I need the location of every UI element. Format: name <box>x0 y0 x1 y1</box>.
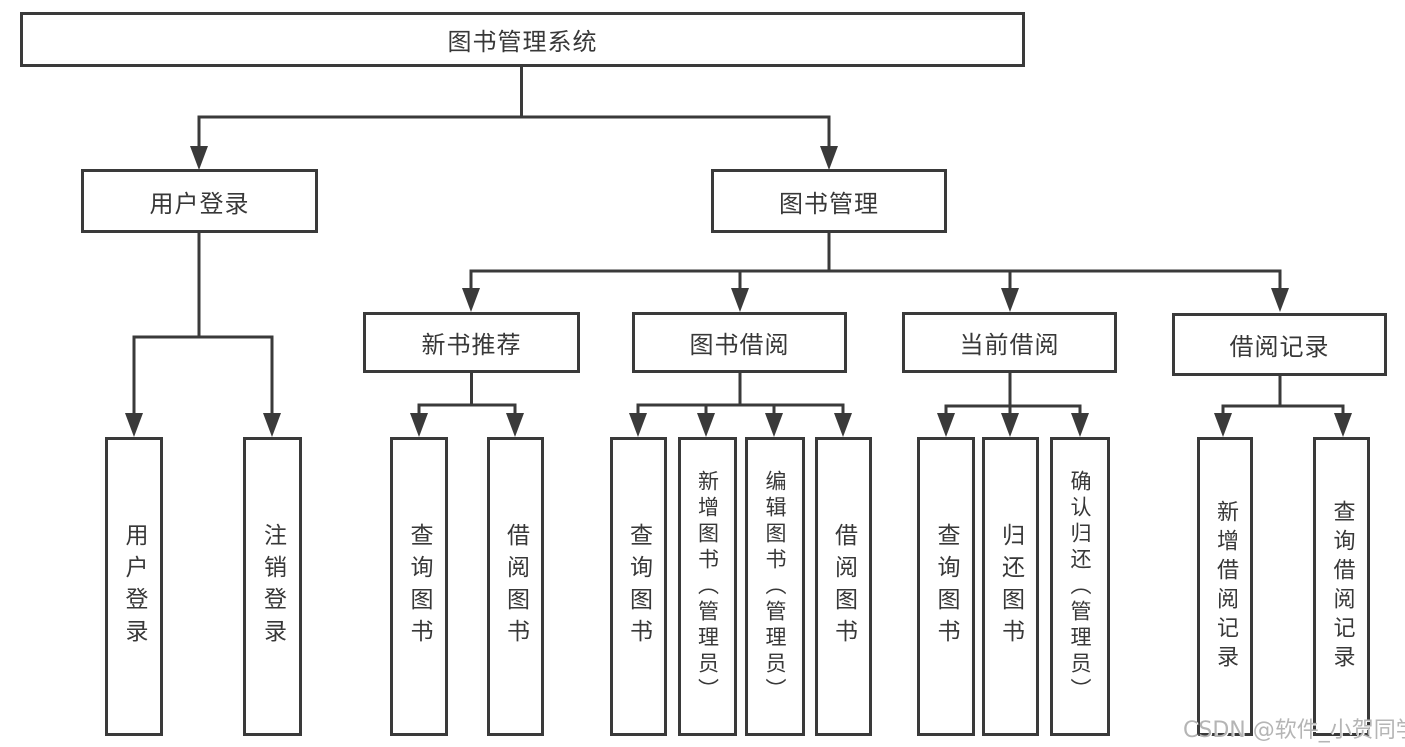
leaf-edit-book-admin-label: 编辑图书（管理员） <box>763 469 787 704</box>
leaf-query-borrow-record-label: 查询借阅记录 <box>1329 499 1355 674</box>
leaf-recommend-query-book: 查询图书 <box>390 437 448 736</box>
node-book-management: 图书管理 <box>711 169 947 233</box>
leaf-current-query-book: 查询图书 <box>917 437 975 736</box>
leaf-borrow-query-book-label: 查询图书 <box>625 522 652 651</box>
node-user-login-label: 用户登录 <box>149 189 250 218</box>
node-book-borrow-label: 图书借阅 <box>689 331 790 359</box>
node-new-book-recommend: 新书推荐 <box>363 312 580 373</box>
node-borrow-record: 借阅记录 <box>1172 313 1387 376</box>
leaf-borrow-borrow-book: 借阅图书 <box>815 437 872 736</box>
leaf-add-book-admin-label: 新增图书（管理员） <box>695 469 720 704</box>
leaf-recommend-query-book-label: 查询图书 <box>406 522 432 651</box>
node-current-borrow-label: 当前借阅 <box>959 331 1060 359</box>
leaf-confirm-return-admin: 确认归还（管理员） <box>1050 437 1110 736</box>
leaf-user-login: 用户登录 <box>105 437 163 736</box>
leaf-logout: 注销登录 <box>243 437 302 736</box>
leaf-borrow-borrow-book-label: 借阅图书 <box>830 522 857 651</box>
node-root-label: 图书管理系统 <box>447 28 598 56</box>
node-user-login: 用户登录 <box>81 169 318 233</box>
leaf-return-book-label: 归还图书 <box>997 522 1024 651</box>
leaf-query-borrow-record: 查询借阅记录 <box>1313 437 1370 736</box>
node-current-borrow: 当前借阅 <box>902 312 1117 373</box>
leaf-recommend-borrow-book-label: 借阅图书 <box>502 522 529 651</box>
csdn-watermark: CSDN @软件_小贺同学 <box>1183 718 1405 743</box>
leaf-confirm-return-admin-label: 确认归还（管理员） <box>1068 469 1092 704</box>
leaf-current-query-book-label: 查询图书 <box>933 522 959 651</box>
leaf-add-borrow-record-label: 新增借阅记录 <box>1213 499 1238 674</box>
leaf-add-borrow-record: 新增借阅记录 <box>1197 437 1253 736</box>
leaf-recommend-borrow-book: 借阅图书 <box>487 437 544 736</box>
node-new-book-recommend-label: 新书推荐 <box>421 331 522 359</box>
leaf-add-book-admin: 新增图书（管理员） <box>678 437 737 736</box>
leaf-return-book: 归还图书 <box>982 437 1039 736</box>
node-borrow-record-label: 借阅记录 <box>1229 333 1330 361</box>
node-book-management-label: 图书管理 <box>779 189 879 218</box>
node-book-borrow: 图书借阅 <box>632 312 847 373</box>
leaf-logout-label: 注销登录 <box>259 522 286 651</box>
leaf-borrow-query-book: 查询图书 <box>610 437 667 736</box>
leaf-user-login-label: 用户登录 <box>121 522 147 651</box>
leaf-edit-book-admin: 编辑图书（管理员） <box>745 437 805 736</box>
node-root: 图书管理系统 <box>20 12 1025 67</box>
